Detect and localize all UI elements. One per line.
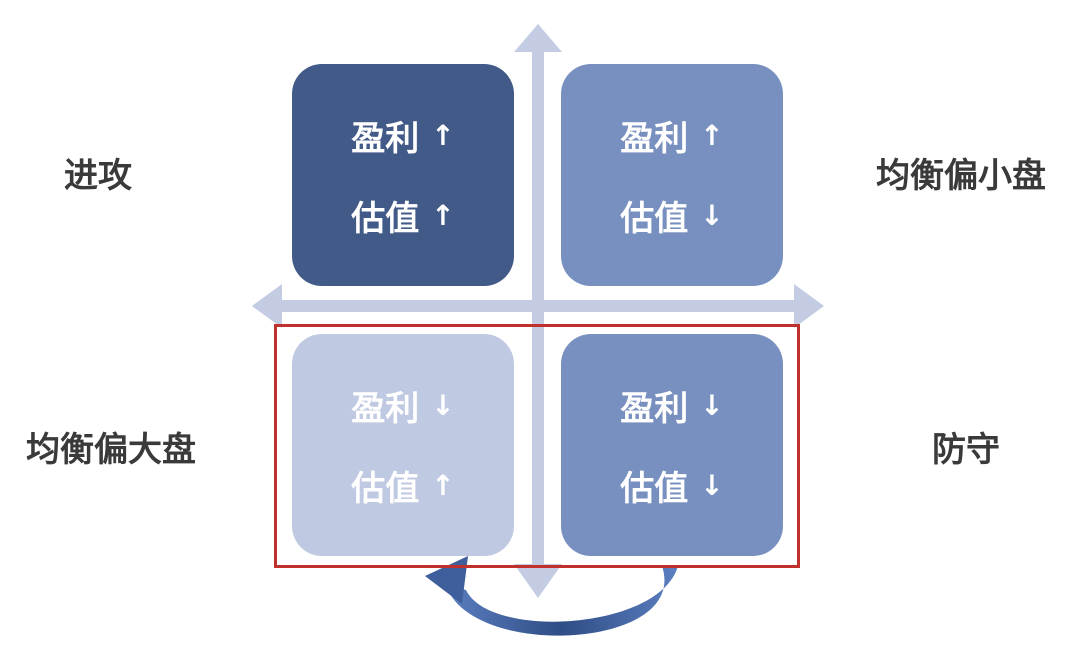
label-offense: 进攻 — [64, 156, 132, 196]
quadrant-bottom-right: 盈利 ↓ 估值 ↓ — [561, 334, 783, 556]
profit-label: 盈利 — [351, 388, 420, 429]
down-arrow-icon: ↓ — [700, 198, 724, 232]
quadrant-profit-line: 盈利 ↑ — [620, 114, 724, 159]
label-balanced-large-cap: 均衡偏大盘 — [26, 430, 196, 470]
valuation-label: 估值 — [620, 468, 689, 509]
profit-label: 盈利 — [620, 388, 689, 429]
horizontal-axis-right-arrowhead — [794, 284, 824, 328]
down-arrow-icon: ↓ — [431, 388, 455, 422]
quadrant-profit-line: 盈利 ↓ — [620, 384, 724, 429]
up-arrow-icon: ↑ — [431, 118, 455, 152]
down-arrow-icon: ↓ — [700, 468, 724, 502]
rotation-arrowhead — [425, 556, 468, 604]
rotation-curved-arrow — [446, 566, 678, 636]
valuation-label: 估值 — [620, 198, 689, 239]
profit-label: 盈利 — [351, 118, 420, 159]
up-arrow-icon: ↑ — [431, 198, 455, 232]
quadrant-valuation-line: 估值 ↓ — [620, 464, 724, 509]
quadrant-valuation-line: 估值 ↑ — [351, 464, 455, 509]
vertical-axis-bottom-arrowhead — [514, 564, 562, 598]
quadrant-bottom-left: 盈利 ↓ 估值 ↑ — [292, 334, 514, 556]
horizontal-axis-left-arrowhead — [252, 284, 282, 328]
quadrant-top-left: 盈利 ↑ 估值 ↑ — [292, 64, 514, 286]
label-defense: 防守 — [932, 430, 1000, 470]
quadrant-valuation-line: 估值 ↓ — [620, 194, 724, 239]
quadrant-profit-line: 盈利 ↑ — [351, 114, 455, 159]
horizontal-axis-bar — [278, 300, 798, 312]
vertical-axis-top-arrowhead — [514, 24, 562, 52]
valuation-label: 估值 — [351, 198, 420, 239]
defensive-highlight-box — [274, 324, 800, 568]
valuation-label: 估值 — [351, 468, 420, 509]
quadrant-top-right: 盈利 ↑ 估值 ↓ — [561, 64, 783, 286]
down-arrow-icon: ↓ — [700, 388, 724, 422]
quadrant-valuation-line: 估值 ↑ — [351, 194, 455, 239]
profit-label: 盈利 — [620, 118, 689, 159]
quadrant-profit-line: 盈利 ↓ — [351, 384, 455, 429]
label-balanced-small-cap: 均衡偏小盘 — [876, 156, 1046, 196]
up-arrow-icon: ↑ — [700, 118, 724, 152]
up-arrow-icon: ↑ — [431, 468, 455, 502]
